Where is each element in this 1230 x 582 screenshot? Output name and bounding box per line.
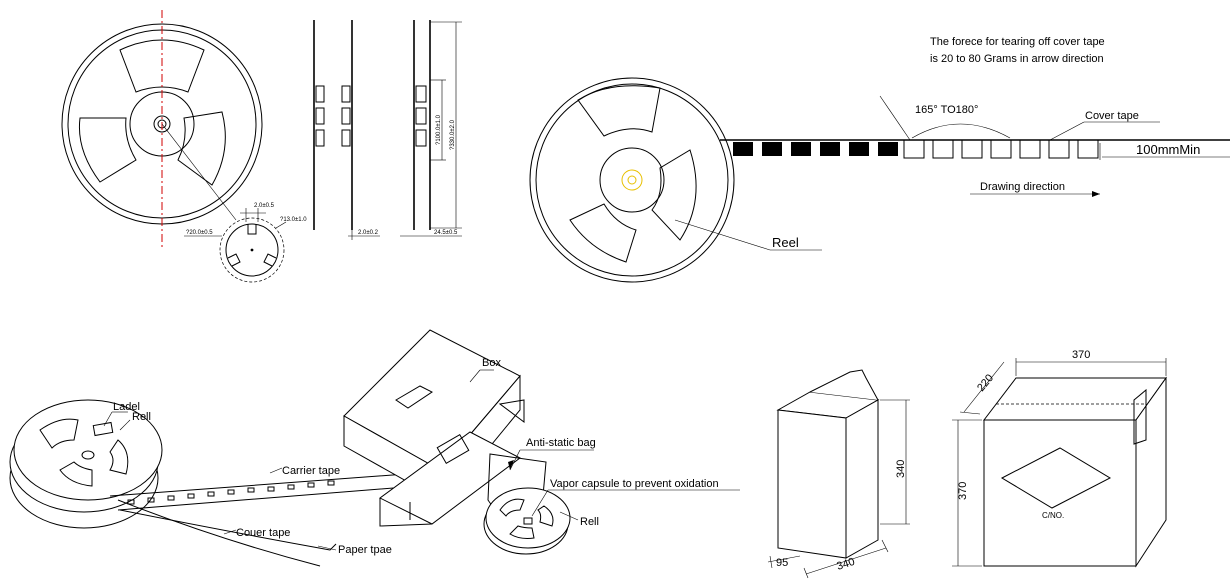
reel-side-view-1: 2.0±0.2 <box>313 20 380 240</box>
label-paper-tape: Paper tpae <box>338 544 392 556</box>
label-couer-tape: Couer tape <box>236 527 290 539</box>
dim-center-hole: ?13.0±1.0 <box>280 217 307 223</box>
label-box: Box <box>482 357 501 369</box>
dim-reel-dia: ?330.0±2.0 <box>450 119 456 150</box>
note-line-2: is 20 to 80 Grams in arrow direction <box>930 53 1104 65</box>
label-angle: 165° TO180° <box>915 104 978 116</box>
label-reel: Reel <box>772 235 799 250</box>
label-vapor-capsule: Vapor capsule to prevent oxidation <box>550 478 719 490</box>
dim-flange-thickness: 2.0±0.2 <box>358 230 379 236</box>
dim-inner-depth: 95 <box>776 557 788 569</box>
reel-front-view: 2.0±0.5 ?13.0±1.0 ?20.0±0.5 <box>61 10 307 283</box>
label-rell-assembly: Rell <box>132 411 151 423</box>
label-drawing-direction: Drawing direction <box>980 181 1065 193</box>
dim-slot-width: 2.0±0.5 <box>254 203 275 209</box>
dim-inner-width: 340 <box>835 556 856 573</box>
label-ladel: Ladel <box>113 401 140 413</box>
label-rell-packing: Rell <box>580 516 599 528</box>
tape-direction-diagram: The forece for tearing off cover tape is… <box>529 36 1230 283</box>
filled-pockets <box>733 142 898 156</box>
dim-hub-dia-side: ?100.0±1.0 <box>436 114 442 145</box>
label-min-length: 100mmMin <box>1136 142 1200 157</box>
label-carrier-tape: Carrier tape <box>282 465 340 477</box>
label-anti-static-bag: Anti-static bag <box>526 437 596 449</box>
dim-hub-dia: ?20.0±0.5 <box>186 230 213 236</box>
label-cover-tape: Cover tape <box>1085 110 1139 122</box>
reel-side-view-2: ?100.0±1.0 ?330.0±2.0 24.5±0.5 <box>400 20 462 237</box>
dim-outer-width: 370 <box>1072 349 1090 361</box>
inner-box: 340 95 340 <box>767 369 910 579</box>
dim-outer-height: 370 <box>957 482 969 500</box>
outer-box-label: C/NO. <box>1042 511 1064 520</box>
dim-inner-height: 340 <box>895 460 907 478</box>
packing-box-bag: Box Anti-static bag Vapor capsule to pre… <box>343 329 740 555</box>
reel-assembly: Ladel Rell Carrier tape Couer tape Paper… <box>9 399 469 567</box>
tape-sprocket-holes <box>127 480 335 505</box>
outer-box: C/NO. 370 220 370 <box>952 349 1167 568</box>
dim-reel-width: 24.5±0.5 <box>434 230 458 236</box>
empty-pockets <box>903 140 1099 159</box>
note-line-1: The forece for tearing off cover tape <box>930 36 1105 48</box>
